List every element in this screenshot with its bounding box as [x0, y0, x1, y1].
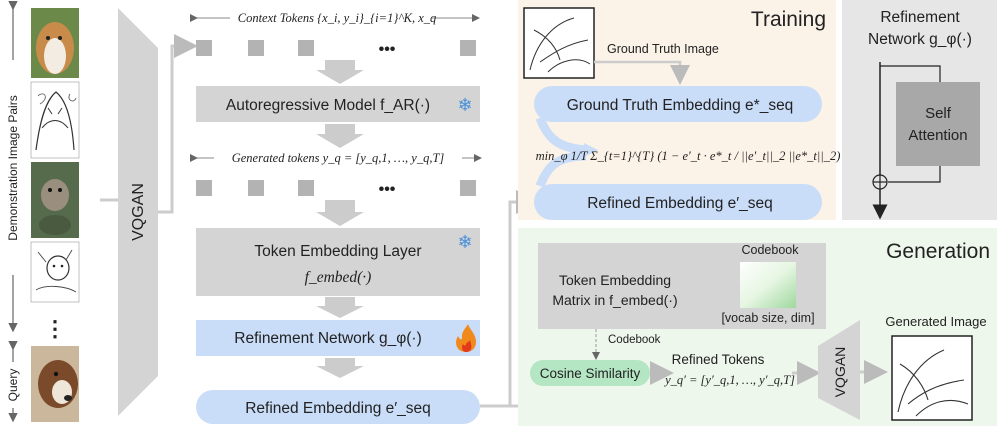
refined-tokens-title: Refined Tokens	[672, 352, 765, 367]
snowflake-icon: ❄	[457, 232, 472, 252]
training-title: Training	[751, 8, 826, 31]
refined-tokens-formula: y_q′ = [y′_q,1, …, y′_q,T]	[663, 373, 795, 387]
add-icon	[872, 174, 888, 190]
snowflake-icon: ❄	[457, 95, 472, 115]
side-label-query: Query	[6, 340, 20, 423]
codebook-size-label: [vocab size, dim]	[721, 311, 814, 325]
gt-embedding-label: Ground Truth Embedding e*_seq	[567, 97, 794, 114]
codebook-title: Codebook	[742, 243, 800, 257]
arrow-refinement-to-refined	[316, 358, 364, 378]
context-tokens: Context Tokens {x_i, y_i}_{i=1}^K, x_q	[190, 11, 480, 25]
vqgan-to-tokens-arrow	[158, 34, 198, 214]
refined-embedding-pill: Refined Embedding e′_seq	[196, 390, 480, 424]
refinement-network-box: Refinement Network g_φ(·)	[196, 320, 480, 356]
token-embedding-box: Token Embedding Layer f_embed(·) ❄	[196, 228, 480, 296]
cosine-similarity-label: Cosine Similarity	[540, 366, 641, 381]
gt-image-arrow	[594, 60, 690, 85]
arrow-embedding-to-refinement	[316, 297, 364, 318]
fire-icon	[456, 324, 476, 352]
self-attention-block	[896, 82, 980, 166]
refinement-network-label: Refinement Network g_φ(·)	[234, 330, 422, 347]
refined-to-loss-arrow	[535, 151, 587, 188]
gt-image-label: Ground Truth Image	[607, 42, 719, 56]
loss-formula: min_φ 1/T Σ_{t=1}^{T} (1 − e′_t · e*_t /…	[536, 149, 841, 163]
vqgan-decoder	[818, 320, 860, 420]
side-label-demo: Demonstration Image Pairs	[6, 0, 20, 333]
vqgan-decoder-label: VQGAN	[832, 347, 848, 398]
generation-title: Generation	[886, 240, 990, 263]
autoregressive-model-box: Autoregressive Model f_AR(·) ❄	[196, 86, 480, 122]
training-refined-pill	[534, 184, 822, 220]
self-attention-line1: Self	[925, 105, 952, 122]
token-dots-bottom: •••	[379, 181, 396, 198]
self-attention-line2: Attention	[908, 127, 967, 144]
thumbnail-query-dog	[31, 346, 79, 422]
thumbnail-dog-sketch	[30, 81, 80, 159]
ar-model-label: Autoregressive Model f_AR(·)	[226, 97, 430, 114]
gt-to-loss-arrow	[535, 116, 587, 155]
vqgan-encoder-label: VQGAN	[130, 183, 147, 241]
token-embedding-title: Token Embedding Layer	[254, 243, 421, 260]
codebook-matrix-visual	[740, 262, 796, 308]
token-embedding-fn: f_embed(·)	[305, 269, 372, 286]
context-tokens-label: Context Tokens {x_i, y_i}_{i=1}^K, x_q	[238, 11, 437, 25]
refinement-panel-title-2: Network g_φ(·)	[868, 31, 972, 48]
training-panel: Training Ground Truth Image Ground Truth…	[518, 0, 840, 220]
training-refined-label: Refined Embedding e′_seq	[587, 195, 773, 212]
vqgan-encoder: VQGAN	[118, 8, 158, 416]
thumbnail-dog-photo	[31, 8, 79, 78]
token-dots-top: •••	[379, 41, 396, 58]
generated-tokens-label: Generated tokens y_q = [y_q,1, …, y_q,T]	[232, 151, 445, 165]
thumbnail-seal-sketch	[30, 241, 80, 303]
generated-image-label: Generated Image	[885, 314, 986, 329]
gt-image-thumbnail	[523, 7, 595, 79]
thumbnail-ellipsis: ⋮	[44, 316, 66, 341]
refined-embedding-label: Refined Embedding e′_seq	[245, 400, 431, 417]
generation-panel: Generation Token Embedding Matrix in f_e…	[518, 228, 997, 426]
generated-image-thumbnail	[891, 335, 973, 421]
arrow-tokens-to-ar	[316, 60, 364, 84]
matrix-label-1: Token Embedding	[559, 272, 671, 288]
arrow-generated-to-embedding	[316, 200, 364, 226]
matrix-label-2: Matrix in f_embed(·)	[552, 292, 677, 308]
token-row-top: •••	[196, 40, 476, 58]
arrow-ar-to-generated	[316, 124, 364, 148]
cosine-similarity-pill	[530, 360, 650, 386]
query-label: Query	[6, 369, 20, 402]
generated-tokens: Generated tokens y_q = [y_q,1, …, y_q,T]	[190, 151, 482, 165]
gt-embedding-pill	[534, 86, 822, 122]
thumbnail-seal-photo	[31, 162, 79, 238]
refinement-network-panel: Refinement Network g_φ(·) Self Attention	[842, 0, 997, 220]
demo-pairs-label: Demonstration Image Pairs	[6, 95, 20, 240]
refinement-panel-title-1: Refinement	[880, 9, 960, 26]
codebook-arrow-label: Codebook	[608, 334, 661, 346]
token-row-bottom: •••	[196, 180, 476, 198]
